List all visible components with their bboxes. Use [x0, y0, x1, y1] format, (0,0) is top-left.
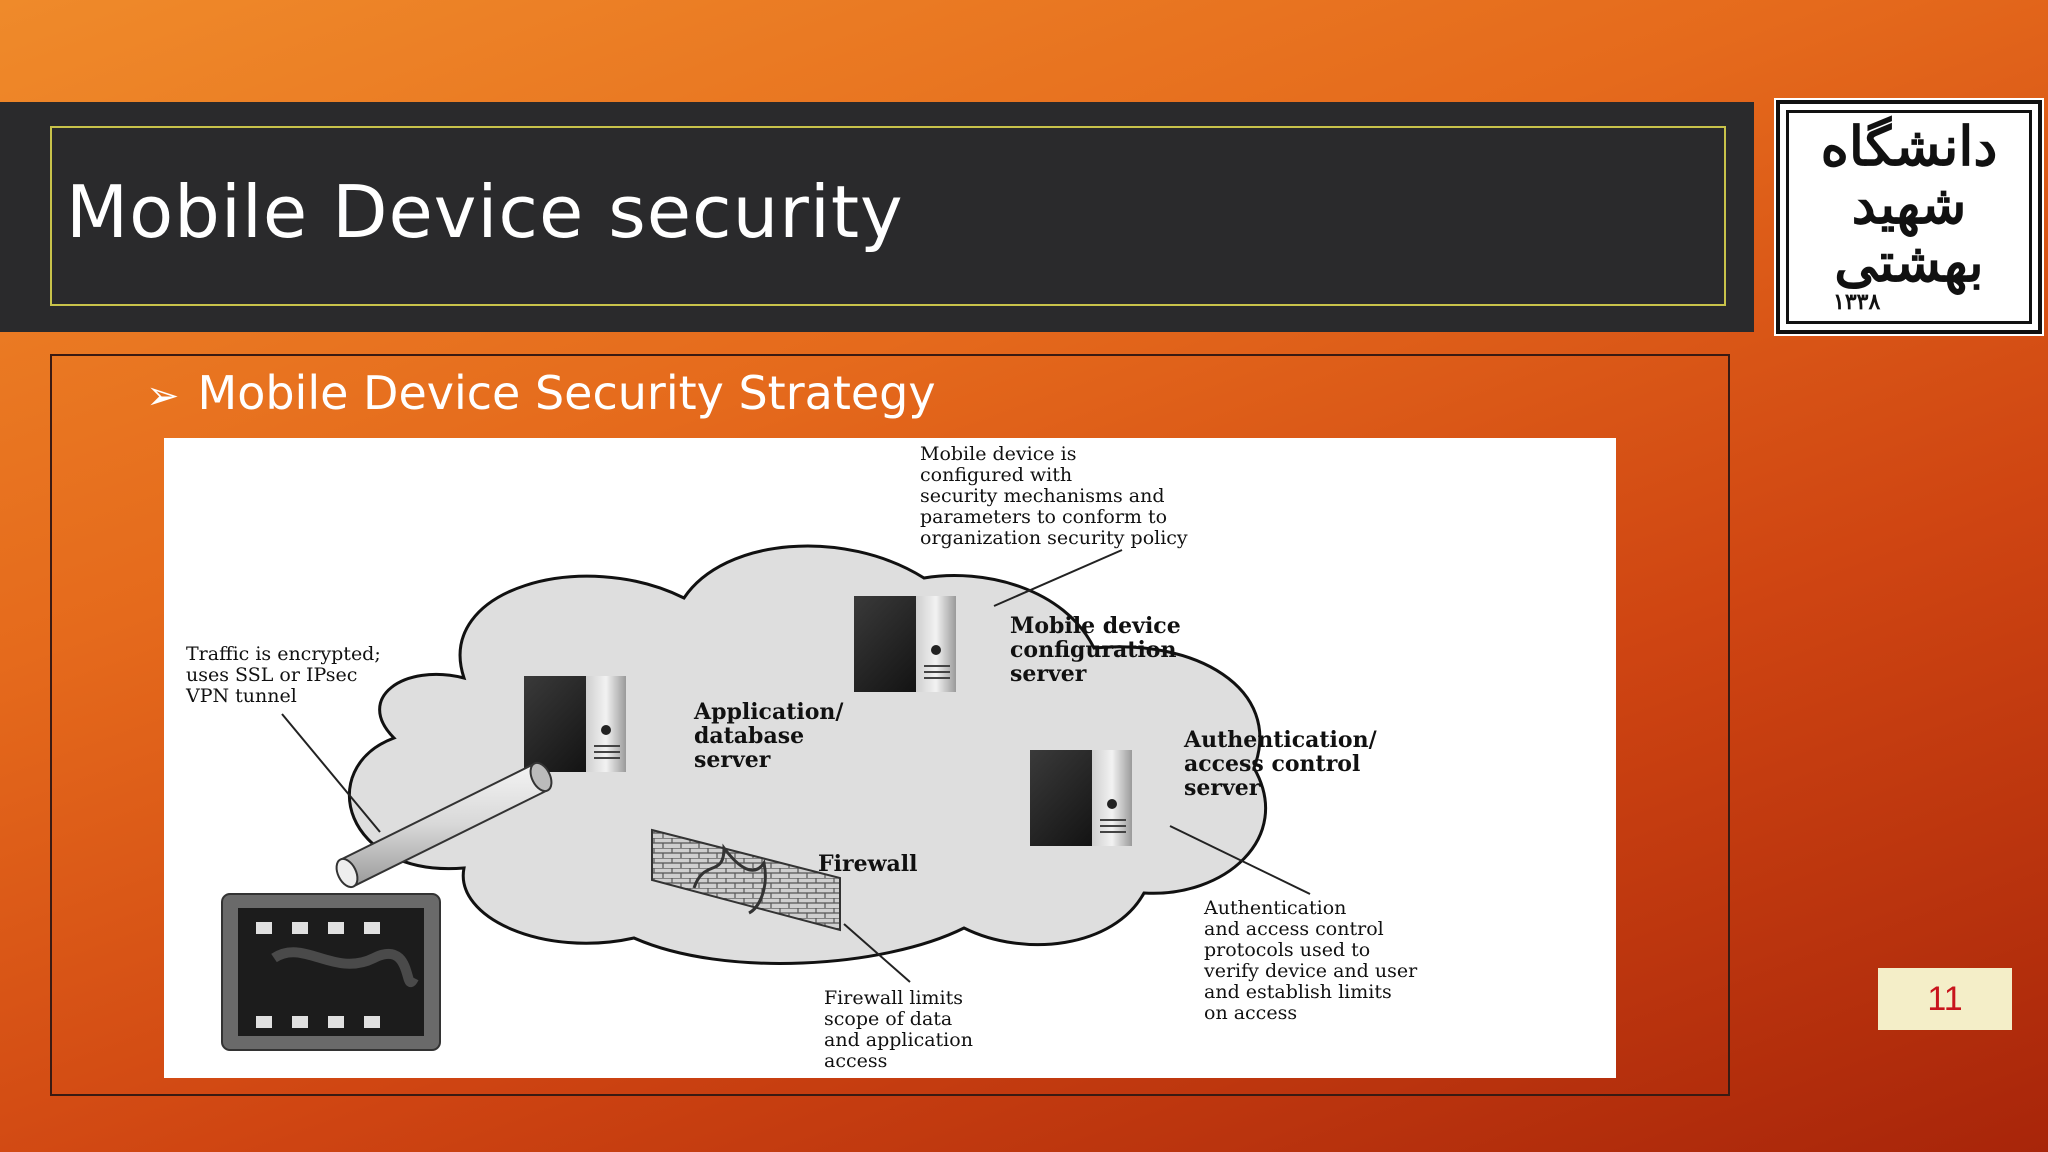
firewall-note-label: Firewall limits scope of data and applic…: [824, 987, 973, 1072]
leader-lines: [281, 549, 1311, 983]
title-bar: Mobile Device security: [0, 102, 1754, 332]
logo-lettering: دانشگاه شهید بهشتی: [1820, 114, 1998, 294]
bullet-arrow-icon: ➢: [146, 373, 180, 419]
logo-year: ۱۳۳۸: [1833, 289, 1881, 315]
security-strategy-diagram: Mobile device is configured with securit…: [164, 438, 1616, 1078]
vpn-tunnel-icon: [335, 761, 553, 889]
auth-note-label: Authentication and access control protoc…: [1204, 897, 1418, 1024]
firewall-icon: [651, 828, 841, 932]
app-server-label: Application/ database server: [694, 699, 844, 773]
config-server-label: Mobile device configuration server: [1010, 613, 1181, 687]
bullet-text: Mobile Device Security Strategy: [197, 366, 936, 420]
diagram-graphics: [221, 544, 1311, 1051]
firewall-label: Firewall: [818, 851, 918, 877]
slide-title: Mobile Device security: [66, 170, 904, 254]
logo-border: دانشگاه شهید بهشتی ۱۳۳۸: [1786, 110, 2032, 324]
auth-server-icon: [1030, 750, 1132, 846]
tablet-device-icon: [221, 893, 441, 1051]
university-logo: دانشگاه شهید بهشتی ۱۳۳۸: [1774, 98, 2044, 336]
config-note-label: Mobile device is configured with securit…: [920, 443, 1188, 549]
config-server-icon: [854, 596, 956, 692]
traffic-note-label: Traffic is encrypted; uses SSL or IPsec …: [186, 643, 381, 707]
bullet-item: ➢ Mobile Device Security Strategy: [146, 366, 936, 420]
content-frame: [50, 354, 1730, 1096]
app-server-icon: [524, 676, 626, 772]
auth-server-label: Authentication/ access control server: [1184, 727, 1377, 801]
page-number: 11: [1878, 968, 2012, 1030]
title-frame: Mobile Device security: [50, 126, 1726, 306]
